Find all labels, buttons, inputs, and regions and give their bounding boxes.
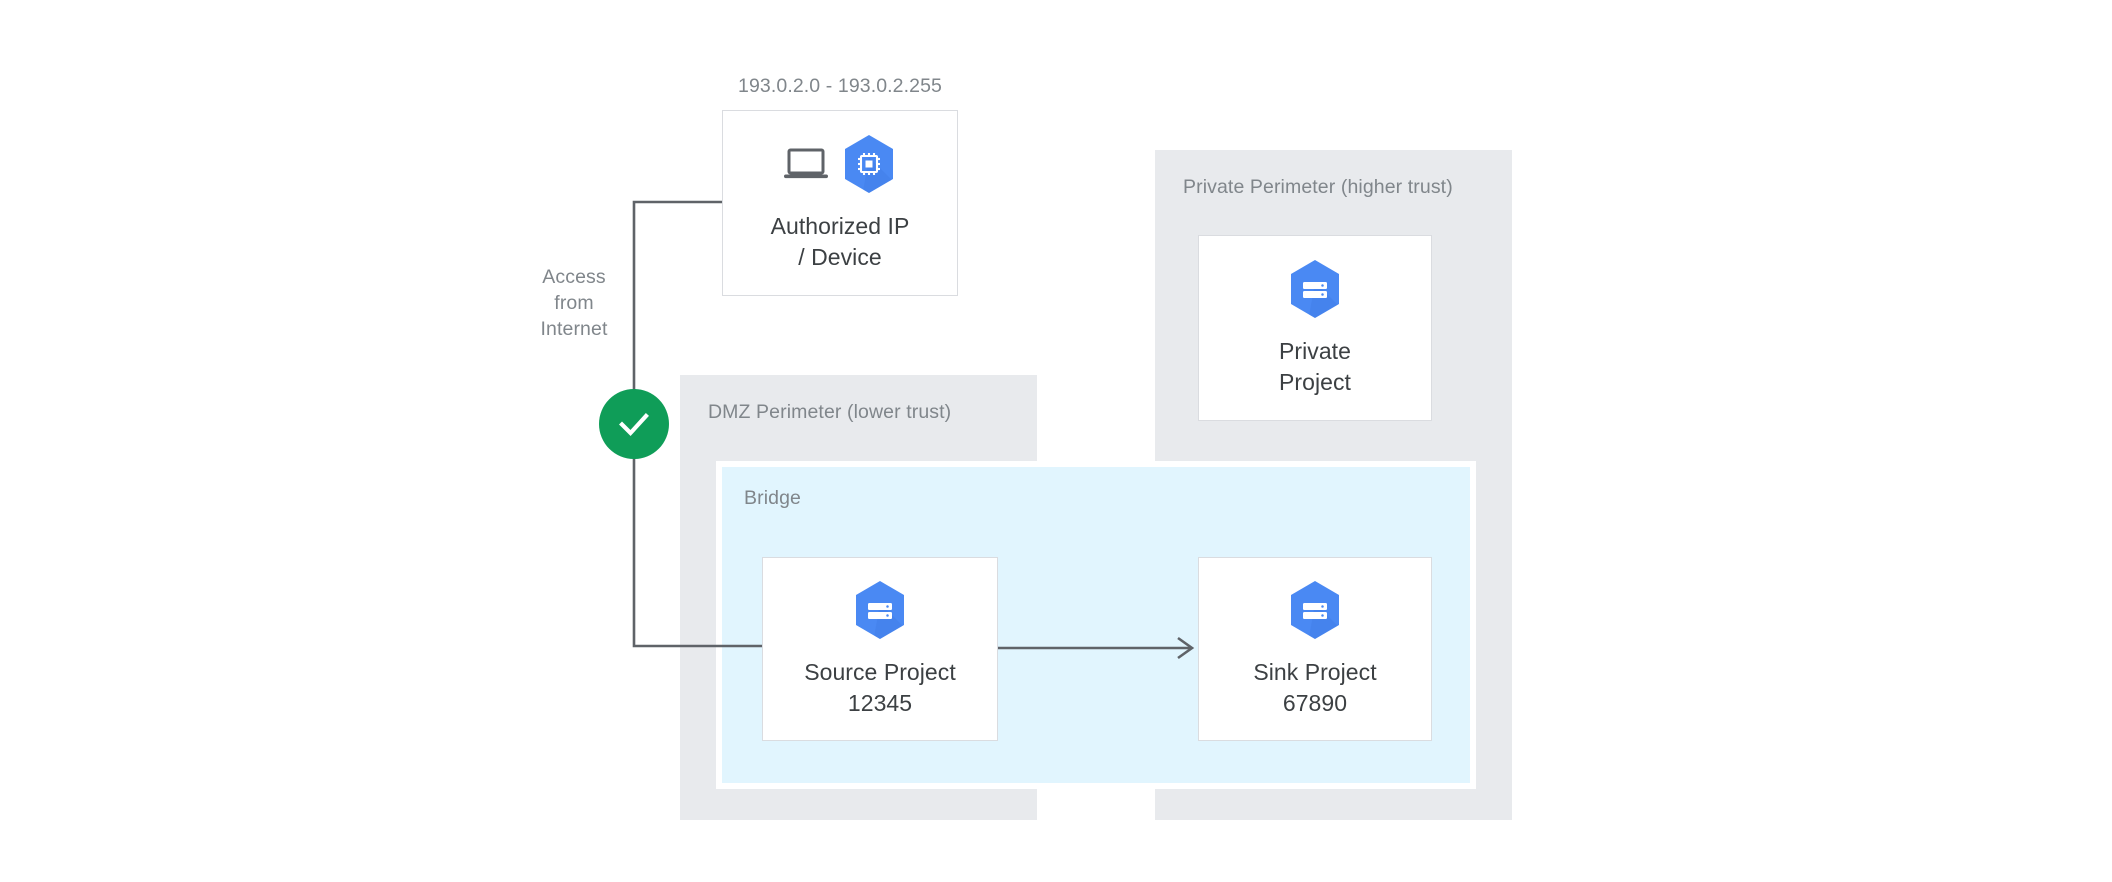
node-private-project[interactable]: Private Project <box>1198 235 1432 421</box>
node-private-project-icons <box>1287 258 1343 320</box>
caption-access-from-internet: Access from Internet <box>540 266 608 340</box>
iot-core-hexagon-icon <box>845 135 893 194</box>
node-authorized-ip-device-label: Authorized IP / Device <box>770 213 910 270</box>
node-authorized-ip-device[interactable]: Authorized IP / Device <box>722 110 958 296</box>
node-source-project[interactable]: Source Project 12345 <box>762 557 998 741</box>
node-source-project-icons <box>852 579 908 641</box>
node-sink-project[interactable]: Sink Project 67890 <box>1198 557 1432 741</box>
node-authorized-ip-device-icons <box>783 133 897 195</box>
project-hexagon-icon <box>856 581 904 640</box>
caption-ip-range: 193.0.2.0 - 193.0.2.255 <box>738 75 942 97</box>
node-private-project-label: Private Project <box>1279 338 1351 395</box>
node-source-project-label: Source Project 12345 <box>804 659 956 716</box>
node-sink-project-icons <box>1287 579 1343 641</box>
check-icon <box>619 413 649 437</box>
perimeter-dmz-label: DMZ Perimeter (lower trust) <box>708 401 952 423</box>
perimeter-private-label: Private Perimeter (higher trust) <box>1183 176 1453 198</box>
access-allowed-badge <box>599 389 669 459</box>
project-hexagon-icon <box>1291 260 1339 319</box>
laptop-icon <box>784 148 828 179</box>
project-hexagon-icon <box>1291 581 1339 640</box>
bridge-label: Bridge <box>744 487 801 509</box>
node-sink-project-label: Sink Project 67890 <box>1253 659 1377 716</box>
